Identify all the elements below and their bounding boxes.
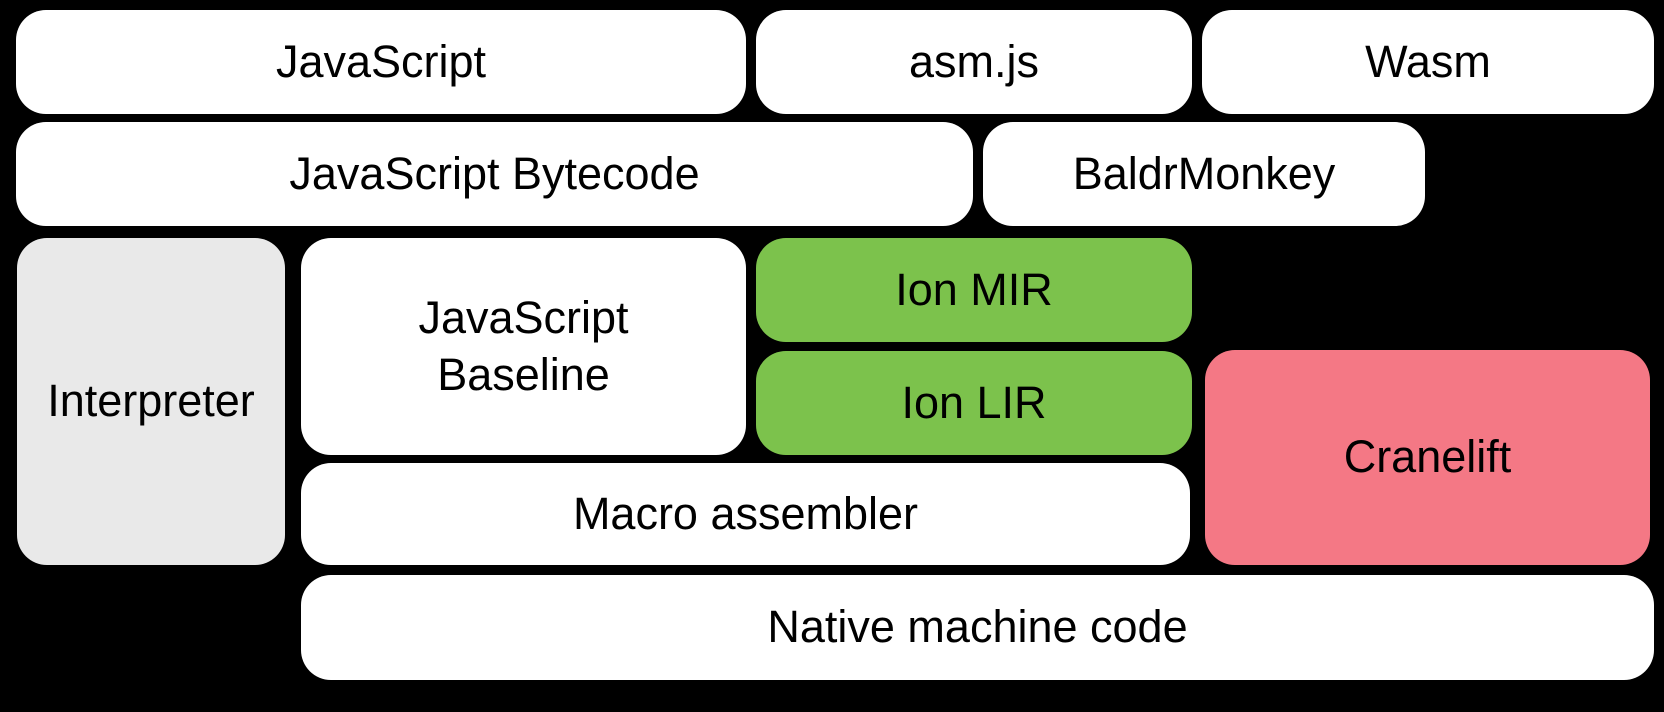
box-ion-mir: Ion MIR [756, 238, 1192, 342]
box-ion-lir-label: Ion LIR [901, 376, 1047, 428]
box-javascript-bytecode: JavaScript Bytecode [16, 122, 973, 226]
box-baldrmonkey: BaldrMonkey [983, 122, 1425, 226]
box-asmjs: asm.js [756, 10, 1192, 114]
box-macro-assembler-label: Macro assembler [572, 487, 919, 539]
baseline-line-1: JavaScript [418, 292, 629, 344]
baseline-line-2: Baseline [437, 348, 610, 400]
box-javascript-baseline: JavaScript Baseline [301, 238, 746, 455]
box-ion-mir-label: Ion MIR [895, 263, 1053, 315]
box-asmjs-label: asm.js [908, 35, 1039, 87]
box-interpreter: Interpreter [17, 238, 285, 565]
box-ion-lir: Ion LIR [756, 351, 1192, 455]
box-javascript-label: JavaScript [275, 35, 487, 87]
box-native-machine-code: Native machine code [301, 575, 1654, 680]
box-javascript-baseline-label: JavaScript Baseline [418, 290, 628, 403]
box-wasm: Wasm [1202, 10, 1654, 114]
box-interpreter-label: Interpreter [47, 375, 255, 427]
box-cranelift: Cranelift [1205, 350, 1650, 565]
box-native-machine-code-label: Native machine code [767, 601, 1188, 653]
box-macro-assembler: Macro assembler [301, 463, 1190, 565]
box-javascript-bytecode-label: JavaScript Bytecode [289, 147, 700, 199]
box-cranelift-label: Cranelift [1343, 431, 1512, 483]
box-wasm-label: Wasm [1365, 35, 1491, 87]
box-baldrmonkey-label: BaldrMonkey [1072, 147, 1336, 199]
box-javascript: JavaScript [16, 10, 746, 114]
